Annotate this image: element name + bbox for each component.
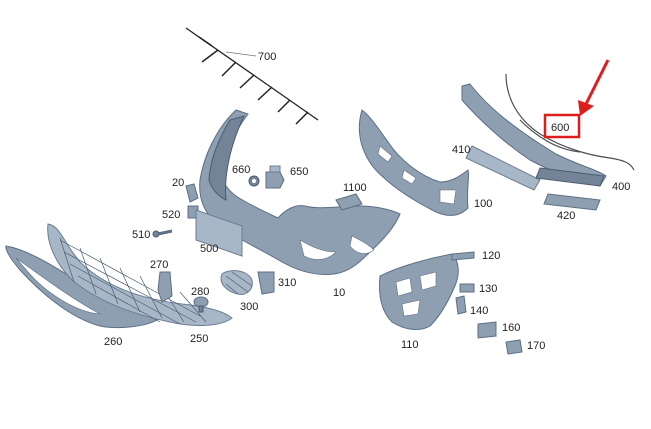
label-140: 140: [470, 305, 488, 317]
label-1100: 1100: [343, 182, 367, 194]
label-700: 700: [258, 51, 276, 63]
part-410-absorber[interactable]: [465, 145, 541, 191]
label-260: 260: [104, 336, 122, 348]
part-100-bumper-frame[interactable]: [358, 109, 470, 216]
part-120-bracket[interactable]: [451, 251, 475, 261]
part-270-bracket[interactable]: [157, 271, 173, 303]
part-130-bracket[interactable]: [459, 283, 475, 293]
label-270: 270: [150, 259, 168, 271]
part-600-wiring-harness[interactable]: [505, 73, 635, 171]
label-20: 20: [172, 177, 184, 189]
label-410: 410: [452, 144, 470, 156]
label-510: 510: [132, 229, 150, 241]
label-310: 310: [278, 277, 296, 289]
part-280-cap[interactable]: [193, 296, 209, 313]
part-160-bracket[interactable]: [477, 321, 497, 339]
label-600: 600: [551, 122, 569, 134]
label-110: 110: [401, 339, 419, 351]
part-10-bumper-cover[interactable]: [199, 109, 401, 275]
part-510-screw[interactable]: [152, 229, 173, 238]
part-420-bracket[interactable]: [543, 193, 601, 211]
label-120: 120: [482, 250, 500, 262]
part-310-bracket[interactable]: [257, 271, 275, 295]
part-250-lower-grille[interactable]: [47, 223, 233, 326]
label-250: 250: [190, 333, 208, 345]
label-100: 100: [474, 198, 492, 210]
part-20-bracket[interactable]: [185, 183, 199, 203]
part-660-clip[interactable]: [248, 175, 260, 187]
highlight-box-600: [543, 113, 581, 139]
part-300-fog-grille[interactable]: [220, 270, 253, 295]
part-110-lower-frame[interactable]: [379, 253, 459, 330]
label-420: 420: [557, 210, 575, 222]
part-700-clip-set[interactable]: [185, 27, 319, 125]
part-140-bracket[interactable]: [455, 295, 467, 315]
label-400: 400: [612, 181, 630, 193]
label-130: 130: [479, 283, 497, 295]
highlight-arrow: [578, 59, 610, 116]
label-660: 660: [232, 164, 250, 176]
label-280: 280: [191, 286, 209, 298]
part-500-license-plate-holder[interactable]: [195, 209, 243, 257]
label-160: 160: [502, 322, 520, 334]
part-400-reinforcement[interactable]: [461, 83, 607, 187]
label-170: 170: [527, 340, 545, 352]
label-300: 300: [240, 301, 258, 313]
label-10: 10: [333, 287, 345, 299]
part-1100-bracket[interactable]: [335, 193, 363, 211]
part-170-cover[interactable]: [505, 339, 523, 355]
label-520: 520: [162, 209, 180, 221]
part-650-sensor[interactable]: [265, 165, 285, 189]
label-650: 650: [290, 166, 308, 178]
label-500: 500: [200, 243, 218, 255]
